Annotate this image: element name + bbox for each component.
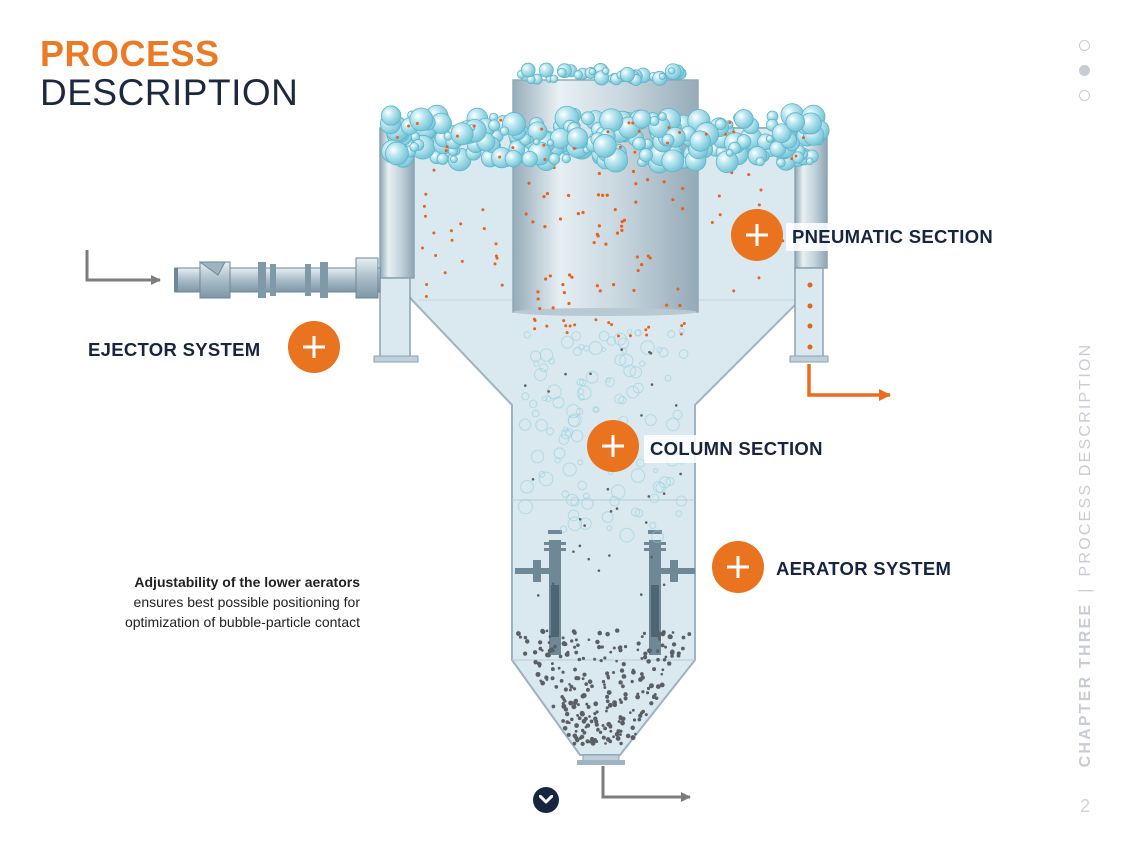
aerator-left [515, 530, 566, 655]
ejector-pipe [174, 257, 381, 299]
section-label: PROCESS DESCRIPTION [1077, 342, 1094, 577]
page-dot-2[interactable] [1079, 65, 1090, 76]
aerator-note-line1: Adjustability of the lower aerators [134, 574, 360, 590]
chapter-label: CHAPTER THREE [1077, 602, 1094, 768]
chapter-sidebar: CHAPTER THREE | PROCESS DESCRIPTION [1077, 343, 1095, 768]
pneumatic-section-plus-icon[interactable] [731, 209, 783, 261]
column-section-plus-icon[interactable] [587, 420, 639, 472]
page-title: PROCESS DESCRIPTION [40, 36, 298, 114]
next-page-button[interactable] [533, 787, 559, 813]
page-dot-3[interactable] [1079, 90, 1090, 101]
froth-outlet-arrow [807, 364, 891, 401]
chapter-separator: | [1077, 586, 1094, 593]
aerator-system-label[interactable]: AERATOR SYSTEM [776, 558, 952, 579]
ejector-system-label[interactable]: EJECTOR SYSTEM [88, 339, 261, 360]
aerator-right [644, 530, 695, 655]
aerator-note-line3: optimization of bubble-particle contact [124, 614, 360, 630]
pagination-dots [1079, 40, 1091, 115]
page-dot-1[interactable] [1079, 40, 1090, 51]
chevron-down-icon [539, 795, 553, 804]
aerator-note-line2: ensures best possible positioning for [133, 594, 360, 610]
inlet-arrow [85, 250, 161, 285]
page-number: 2 [1080, 796, 1091, 816]
page-title-line1: PROCESS [40, 33, 220, 74]
aerator-system-plus-icon[interactable] [712, 541, 764, 593]
aerator-note: Adjustability of the lower aerators ensu… [60, 572, 360, 632]
ejector-system-plus-icon[interactable] [288, 321, 340, 373]
pneumatic-section-label[interactable]: PNEUMATIC SECTION [786, 223, 1000, 251]
tailings-outlet-arrow [601, 766, 691, 802]
page-title-line2: DESCRIPTION [40, 72, 299, 113]
column-section-label[interactable]: COLUMN SECTION [644, 435, 829, 463]
